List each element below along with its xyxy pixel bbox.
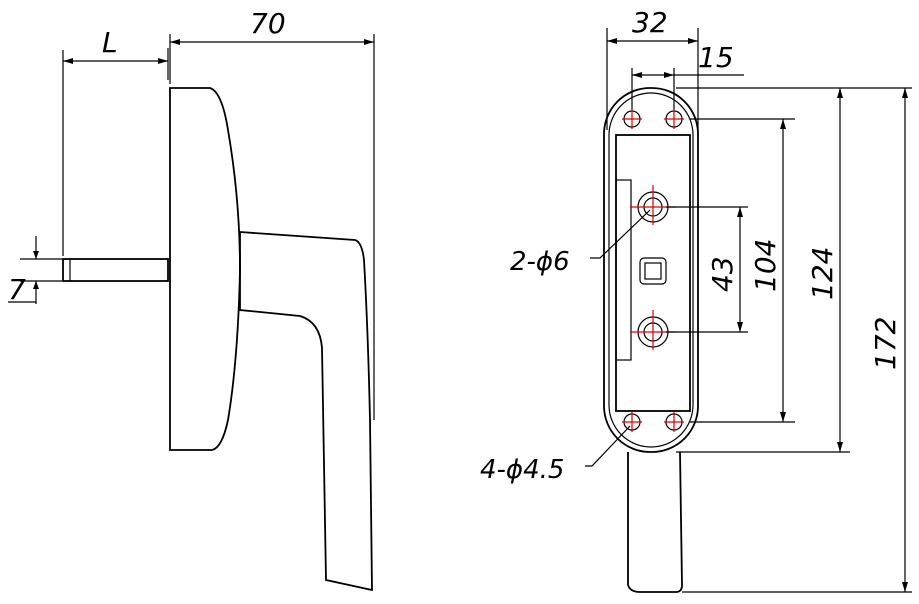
label-2-phi6: 2-ϕ6 xyxy=(510,247,570,277)
front-view: 32 15 43 10 xyxy=(480,6,912,593)
dim-15: 15 xyxy=(698,41,734,74)
mounting-plate xyxy=(615,134,691,412)
dim-32: 32 xyxy=(632,6,668,39)
rose-outline xyxy=(603,87,699,453)
small-holes xyxy=(622,109,684,432)
dim-L: L xyxy=(102,26,118,59)
dim-124: 124 xyxy=(806,247,839,300)
side-view: 70 L 7 xyxy=(8,7,375,592)
large-holes xyxy=(630,185,676,350)
dim-104: 104 xyxy=(749,239,782,292)
square-spindle-hole xyxy=(639,257,667,285)
lever-front xyxy=(627,451,683,593)
spindle xyxy=(62,258,169,282)
rose-plate xyxy=(169,87,241,451)
dim-7: 7 xyxy=(8,273,26,306)
label-4-phi4-5: 4-ϕ4.5 xyxy=(480,455,564,485)
dim-43: 43 xyxy=(706,256,739,292)
lever-handle xyxy=(239,231,373,592)
dim-70: 70 xyxy=(250,7,286,40)
dim-172: 172 xyxy=(869,317,902,370)
